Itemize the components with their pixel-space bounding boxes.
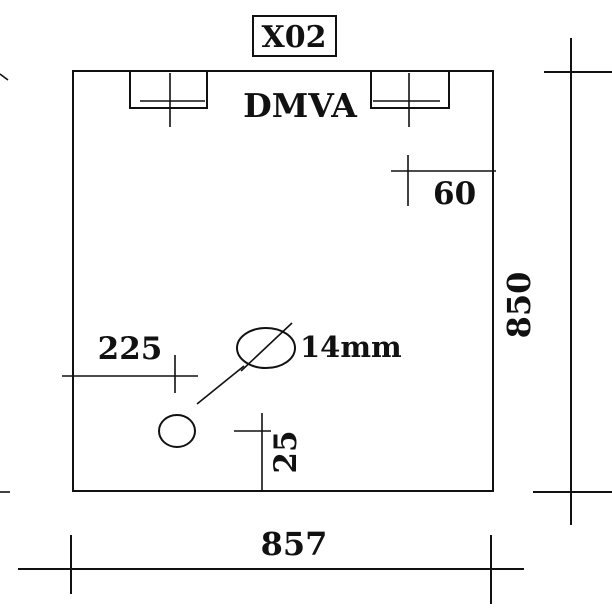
hole-diameter-callout: 14mm (196, 322, 402, 405)
offset-225-label: 225 (98, 331, 163, 367)
panel-code-frame (252, 15, 337, 57)
offset-60-marker: 60 (391, 155, 496, 212)
top-right-notch (370, 71, 450, 127)
hole-diameter-slash (240, 322, 293, 372)
hole-diameter-symbol (236, 327, 296, 369)
left-edge-tick-top (0, 73, 9, 81)
offset-25-marker: 25 (234, 413, 304, 492)
panel-code-tag: X02 (252, 15, 337, 57)
offset-225-marker: 225 (62, 331, 198, 393)
height-dimension-label: 850 (500, 272, 538, 339)
hole (158, 414, 196, 448)
hole-leader-line (196, 365, 245, 405)
brand-label: DMVA (243, 86, 357, 125)
top-left-notch (129, 71, 208, 127)
panel-outline (72, 70, 494, 492)
width-dimension: 857 (18, 525, 524, 604)
width-dimension-label: 857 (261, 525, 328, 563)
panel-code: X02 (261, 20, 326, 55)
offset-25-label: 25 (268, 430, 304, 473)
hole-diameter-label: 14mm (300, 330, 402, 364)
height-dimension: 850 (500, 38, 612, 525)
offset-60-label: 60 (433, 176, 476, 212)
top-left-notch-outline (129, 71, 208, 109)
top-right-notch-outline (370, 71, 450, 109)
